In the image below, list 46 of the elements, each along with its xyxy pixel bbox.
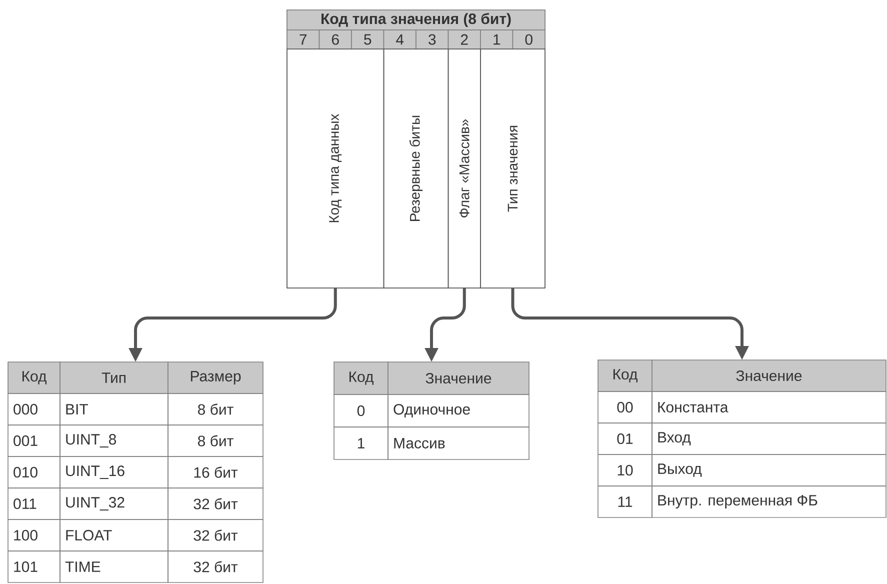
- table-cell: Внутр. переменная ФБ: [652, 486, 886, 518]
- field-box: Код типа данных: [286, 48, 384, 288]
- table-cell: 32 бит: [168, 550, 264, 583]
- table-cell: UINT_8: [60, 424, 168, 457]
- header-cell: Код: [8, 362, 60, 394]
- bit-cell: 2: [448, 30, 481, 50]
- bit-cell: 4: [383, 30, 416, 50]
- bit-cell: 7: [286, 30, 320, 50]
- bit-cell: 5: [351, 30, 384, 50]
- table-cell: 000: [8, 393, 60, 426]
- table-cell: 01: [598, 422, 652, 455]
- field-box: Флаг «Массив»: [448, 48, 481, 288]
- table-cell: 11: [598, 486, 652, 518]
- table-cell: 001: [8, 424, 60, 457]
- table-cell: BIT: [60, 393, 168, 426]
- table-cell: 1: [334, 426, 388, 460]
- bit-cell: 6: [318, 30, 352, 50]
- table-cell: Одиночное: [388, 394, 530, 428]
- bit-cell: 0: [512, 30, 546, 50]
- table-cell: Константа: [652, 391, 886, 424]
- table-cell: FLOAT: [60, 519, 168, 552]
- table-cell: 8 бит: [168, 424, 264, 457]
- field-box: Тип значения: [480, 48, 546, 288]
- table-cell: 16 бит: [168, 456, 264, 488]
- table-cell: TIME: [60, 550, 168, 583]
- table-cell: 00: [598, 391, 652, 424]
- table-cell: 100: [8, 519, 60, 552]
- table-cell: 0: [334, 394, 388, 428]
- table-cell: UINT_16: [60, 456, 168, 488]
- bit-cell: 3: [416, 30, 449, 50]
- field-box: Резервные биты: [383, 48, 449, 288]
- table-cell: Выход: [652, 454, 886, 486]
- header-cell: Код: [598, 360, 652, 392]
- table-cell: UINT_32: [60, 488, 168, 520]
- table-cell: 011: [8, 488, 60, 520]
- table-cell: 32 бит: [168, 519, 264, 552]
- bit-cell: 1: [480, 30, 514, 50]
- header-cell: Код: [334, 362, 388, 395]
- table-cell: Массив: [388, 426, 530, 460]
- table-cell: 101: [8, 550, 60, 583]
- header-cell: Размер: [168, 362, 264, 394]
- table-cell: 010: [8, 456, 60, 488]
- table-cell: 10: [598, 454, 652, 486]
- table-cell: 32 бит: [168, 488, 264, 520]
- table-cell: Вход: [652, 422, 886, 455]
- table-cell: 8 бит: [168, 393, 264, 426]
